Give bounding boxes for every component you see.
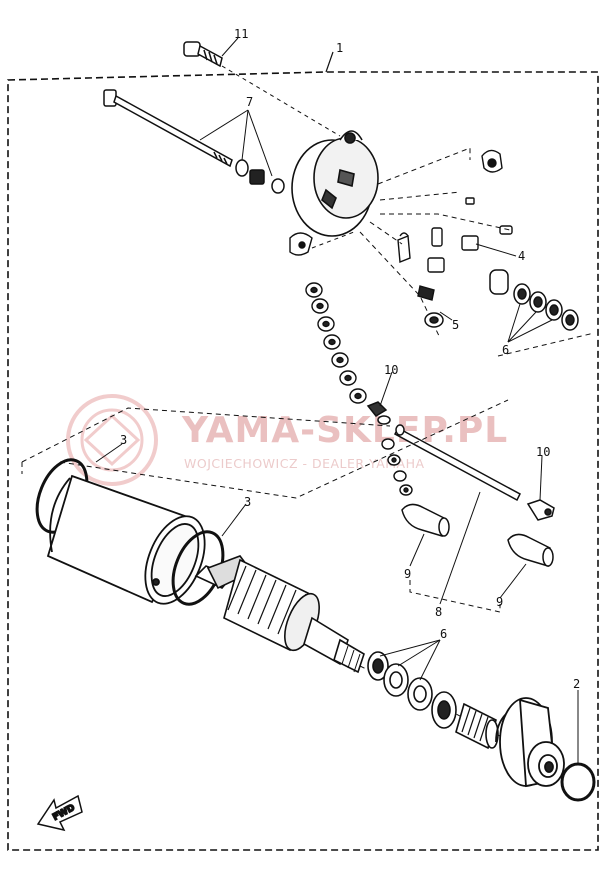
part-10-nut xyxy=(526,499,555,521)
leader-7c xyxy=(247,109,273,177)
callout-5: 5 xyxy=(452,318,459,332)
part-5-washer xyxy=(424,312,444,328)
part-armature xyxy=(194,555,365,674)
yoke-guide xyxy=(21,399,509,499)
callout-10-lower: 10 xyxy=(536,445,550,459)
part-1-end-cover xyxy=(291,130,379,237)
leader-8 xyxy=(439,491,481,605)
leader-3-left xyxy=(95,443,123,463)
callout-8: 8 xyxy=(435,605,442,619)
part-7-washers xyxy=(235,159,285,194)
leader-10-upper xyxy=(379,371,393,407)
callout-9-right: 9 xyxy=(496,595,503,609)
part-7-through-bolt xyxy=(103,89,233,168)
callout-4: 4 xyxy=(518,249,525,263)
leader-3-right xyxy=(221,503,247,537)
leader-5 xyxy=(439,311,453,321)
guide-6-upper xyxy=(497,333,591,357)
callout-6-lower: 6 xyxy=(440,627,447,641)
callout-6-upper: 6 xyxy=(502,343,509,357)
callout-2: 2 xyxy=(573,677,580,691)
part-9-bushing-left xyxy=(401,503,450,537)
part-8-terminal-bolt xyxy=(394,424,521,502)
callout-7: 7 xyxy=(246,95,253,109)
watermark-subtitle: WOJCIECHOWICZ - DEALER YAMAHA xyxy=(184,456,425,471)
washer-column xyxy=(305,282,367,404)
terminal-parts xyxy=(397,149,513,301)
brush-holder-plate xyxy=(289,232,313,256)
centerline-11 xyxy=(221,65,341,137)
callout-10-upper: 10 xyxy=(384,363,398,377)
fwd-arrow-icon: FWD xyxy=(36,794,83,832)
part-6-upper-washers xyxy=(489,269,579,331)
watermark: YAMA-SKLEP.PL WOJCIECHOWICZ - DEALER YAM… xyxy=(66,394,508,486)
leader-9 xyxy=(409,533,527,613)
rod-washers xyxy=(381,438,413,496)
leader-6-upper xyxy=(507,303,553,343)
leader-7b xyxy=(241,109,249,161)
callout-9-left: 9 xyxy=(404,567,411,581)
leader-11 xyxy=(221,37,239,57)
part-front-cover xyxy=(495,697,565,788)
callout-3-left: 3 xyxy=(120,433,127,447)
leader-10-lower xyxy=(539,455,543,501)
part-11-screw xyxy=(183,41,223,68)
callout-3-right: 3 xyxy=(244,495,251,509)
part-9-bushing-right xyxy=(507,533,554,567)
leader-7a xyxy=(199,109,249,141)
part-6-lower-washers xyxy=(367,651,433,711)
leader-4 xyxy=(475,243,517,257)
watermark-title: YAMA-SKLEP.PL xyxy=(181,410,508,451)
callout-11: 11 xyxy=(234,27,248,41)
leader-6-lower xyxy=(379,639,441,681)
callout-1: 1 xyxy=(336,41,343,55)
part-10-seal-upper xyxy=(366,401,391,425)
assembly-boundary xyxy=(7,71,599,851)
leader-1 xyxy=(325,51,334,73)
part-2-oring xyxy=(560,762,596,802)
watermark-logo xyxy=(66,394,158,486)
part-bearing xyxy=(431,691,499,750)
part-yoke-housing xyxy=(46,474,206,605)
